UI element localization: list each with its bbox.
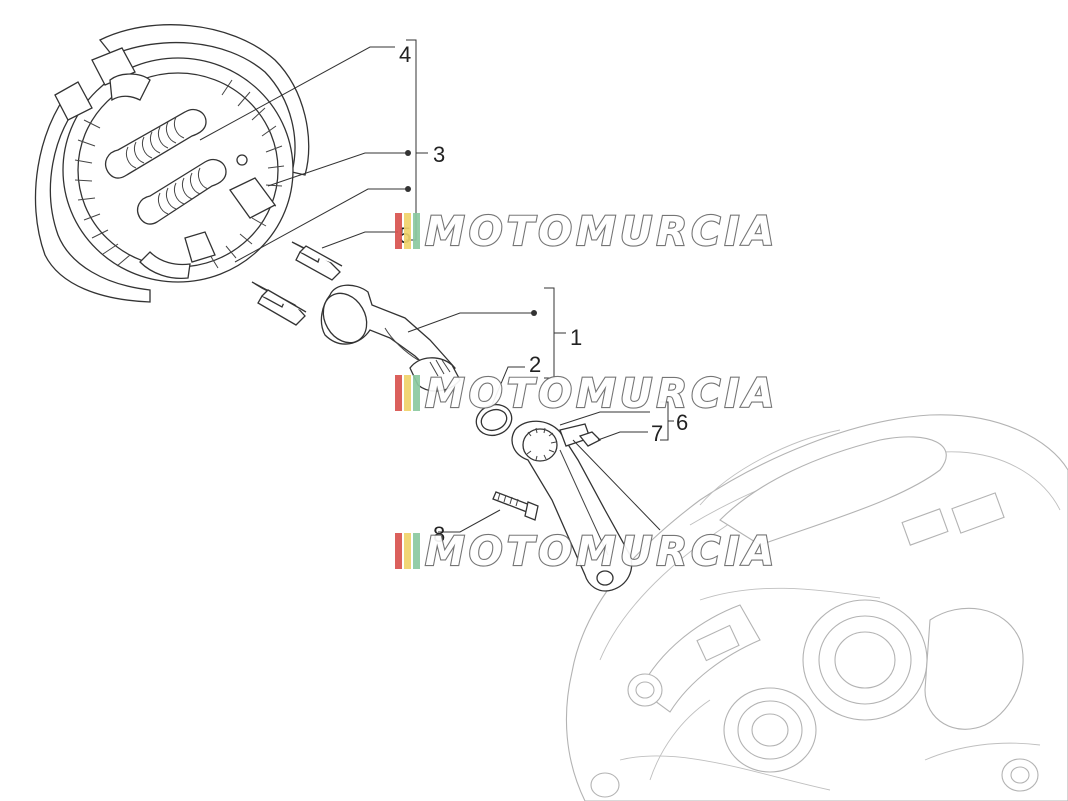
watermark-text: MOTOMURCIA — [425, 529, 778, 575]
watermark-stripe — [413, 213, 420, 249]
callout-7: 7 — [651, 421, 663, 446]
watermark-stripe — [413, 533, 420, 569]
callout-6: 6 — [676, 410, 688, 435]
callout-4: 4 — [399, 42, 411, 67]
washer — [475, 403, 513, 437]
leader-lines — [199, 46, 661, 533]
watermark-text: MOTOMURCIA — [425, 371, 778, 417]
retaining-clips — [251, 241, 343, 326]
brake-shoe-assembly — [34, 24, 310, 303]
watermark-stripe — [395, 375, 402, 411]
brake-spring-upper — [104, 108, 207, 179]
callout-2: 2 — [529, 352, 541, 377]
gearbox-housing — [565, 414, 1068, 801]
watermark-stripe — [404, 533, 411, 569]
brake-cam-shaft — [320, 284, 461, 392]
watermark-3: MOTOMURCIA — [395, 528, 778, 576]
callout-3: 3 — [433, 142, 445, 167]
watermark-stripe — [395, 533, 402, 569]
callout-1: 1 — [570, 325, 582, 350]
watermark-text: MOTOMURCIA — [425, 209, 778, 255]
watermark-stripe — [413, 375, 420, 411]
callout-8: 8 — [433, 522, 445, 547]
bolt — [492, 491, 539, 521]
watermark-2: MOTOMURCIA — [395, 370, 778, 418]
watermark-stripe — [395, 213, 402, 249]
brake-lever — [511, 420, 633, 592]
watermark-1: MOTOMURCIA — [395, 208, 778, 256]
watermark-stripe — [404, 375, 411, 411]
brake-spring-lower — [136, 158, 227, 225]
small-nut — [578, 431, 602, 447]
watermark-stripe — [404, 213, 411, 249]
